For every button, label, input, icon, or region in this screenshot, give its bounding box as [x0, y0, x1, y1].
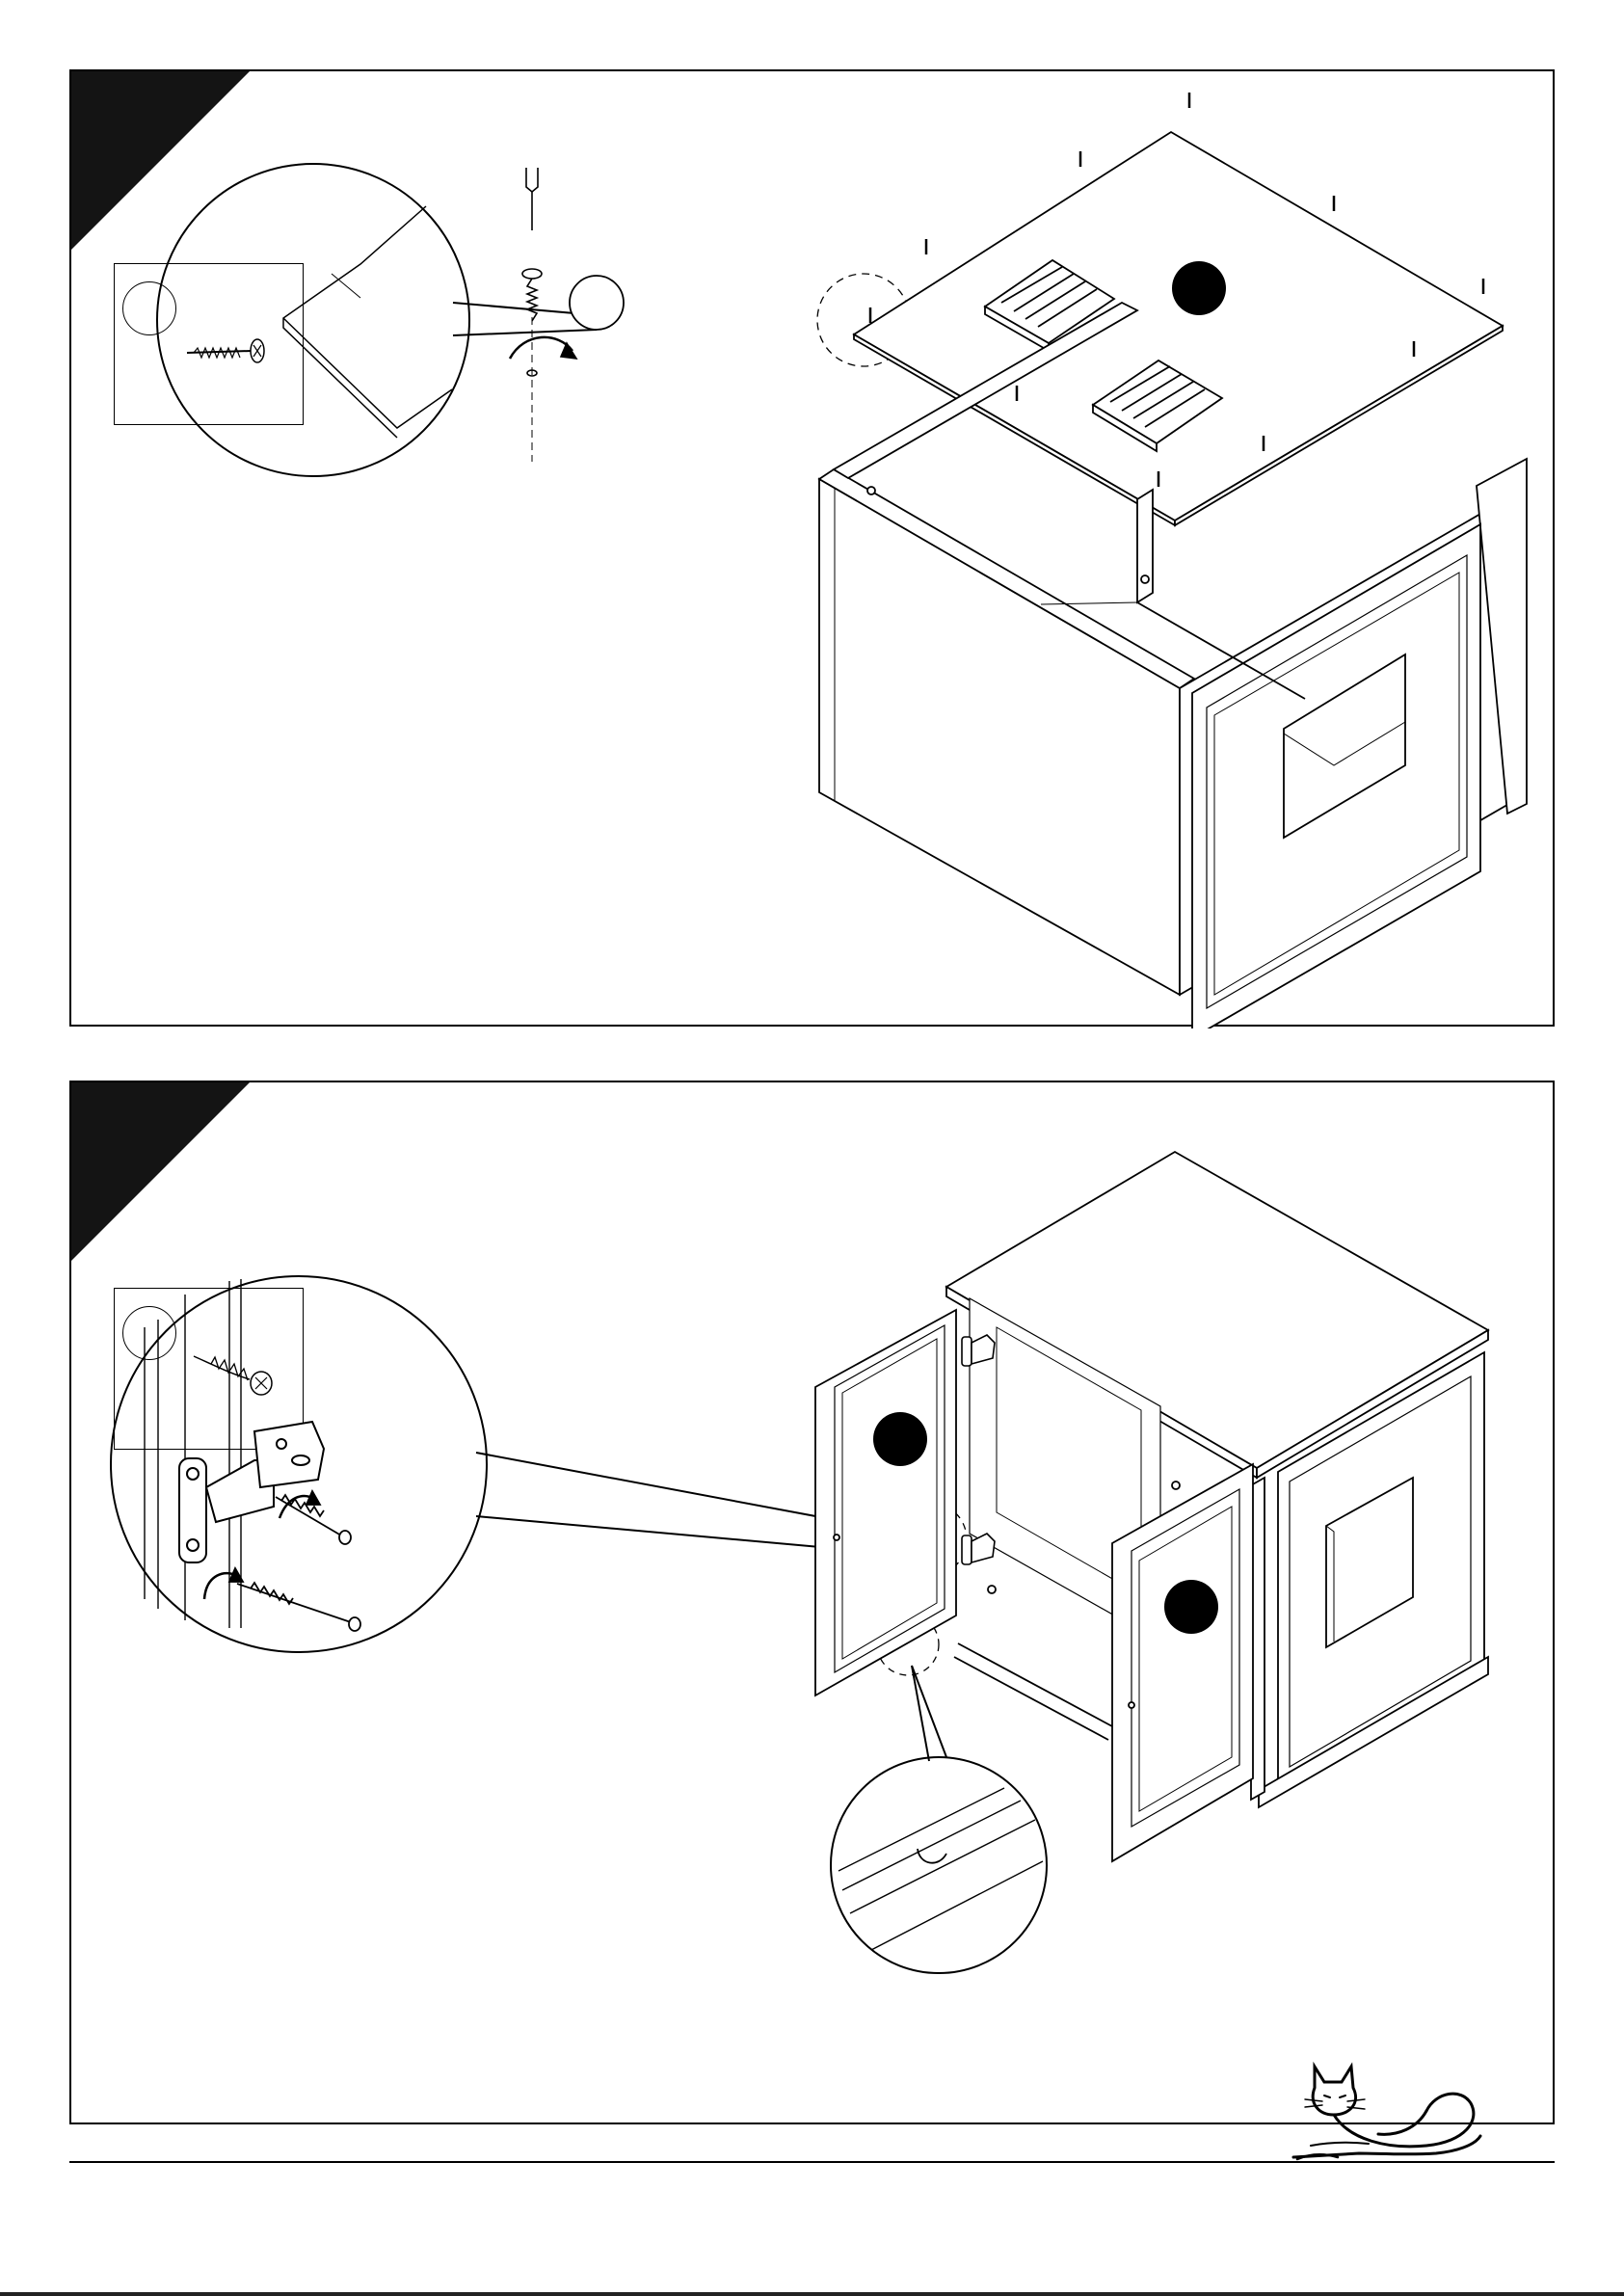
part-marker-left-door	[873, 1412, 927, 1466]
cat-logo-icon	[1291, 2053, 1504, 2167]
zoom-hardware-circle	[570, 276, 624, 330]
assembled-cabinet	[815, 1152, 1488, 1861]
hinge-icon	[179, 1422, 324, 1562]
part-marker-right-door	[1164, 1580, 1218, 1634]
notch-detail-circle	[831, 1666, 1047, 1973]
detail-zoom-circle	[157, 164, 597, 476]
step-panel-1	[69, 69, 1555, 1027]
page-bottom-edge	[0, 2292, 1624, 2296]
part-marker-top	[1172, 261, 1226, 315]
step2-illustration	[71, 1082, 1557, 2126]
top-panel	[854, 132, 1503, 525]
zoom-nail	[510, 168, 576, 462]
step-panel-2	[69, 1081, 1555, 2124]
step1-illustration	[71, 71, 1557, 1028]
hinge-detail-circle	[111, 1276, 934, 1652]
